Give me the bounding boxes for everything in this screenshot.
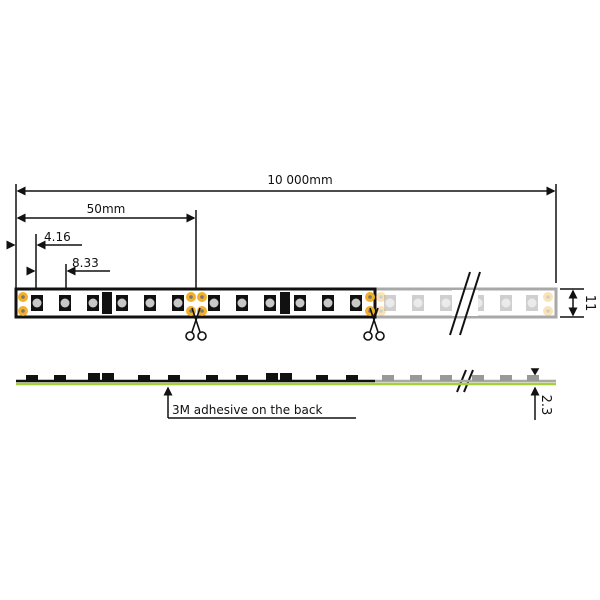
led-chip <box>31 295 43 311</box>
strip-height-label: 2.3 <box>538 395 553 416</box>
led-chip <box>384 295 396 311</box>
side-led-bump <box>472 375 484 381</box>
led-chip <box>144 295 156 311</box>
resistor <box>102 292 112 314</box>
adhesive-callout <box>163 386 356 419</box>
led-chip <box>412 295 424 311</box>
led-chip <box>87 295 99 311</box>
side-led-bump <box>500 375 512 381</box>
side-led-bump <box>410 375 422 381</box>
led-chip <box>526 295 538 311</box>
solder-pad <box>365 292 375 302</box>
strip-width-dimension <box>560 288 584 318</box>
total-length-label: 10 000mm <box>267 173 332 187</box>
led-chip <box>172 295 184 311</box>
solder-pad <box>543 292 553 302</box>
side-led-bump <box>236 375 248 381</box>
segment-length-dimension <box>16 210 197 290</box>
side-led-bump <box>280 373 292 381</box>
side-led-bump <box>138 375 150 381</box>
adhesive-label: 3M adhesive on the back <box>172 403 322 417</box>
side-led-bump <box>440 375 452 381</box>
scissors-icon <box>363 307 385 341</box>
side-led-bump <box>316 375 328 381</box>
solder-pad <box>18 306 28 316</box>
solder-pad <box>376 292 386 302</box>
led-chip <box>350 295 362 311</box>
led-chip <box>322 295 334 311</box>
strip-height-dimension <box>530 368 540 420</box>
side-led-bump <box>88 373 100 381</box>
led-chip <box>116 295 128 311</box>
led-chip <box>294 295 306 311</box>
led-chip <box>59 295 71 311</box>
solder-pad <box>365 306 375 316</box>
side-led-bump <box>266 373 278 381</box>
side-led-bump <box>102 373 114 381</box>
led-chip <box>440 295 452 311</box>
side-led-bump <box>168 375 180 381</box>
solder-pad <box>543 306 553 316</box>
led-chip <box>208 295 220 311</box>
side-led-bump <box>26 375 38 381</box>
led-chip <box>264 295 276 311</box>
first-led-offset-dimension <box>6 234 82 290</box>
led-pitch-label: 8.33 <box>72 256 99 270</box>
side-led-bump <box>346 375 358 381</box>
side-led-bump <box>527 375 539 381</box>
strip-width-label: 11 <box>582 295 597 312</box>
strip-body <box>14 287 377 319</box>
side-led-bump <box>206 375 218 381</box>
scissors-icon <box>185 307 207 341</box>
side-led-bump <box>382 375 394 381</box>
segment-length-label: 50mm <box>87 202 126 216</box>
solder-pad <box>186 292 196 302</box>
side-led-bump <box>54 375 66 381</box>
first-led-offset-label: 4.16 <box>44 230 71 244</box>
led-strip-side-view <box>16 373 556 386</box>
break-mark-icon <box>449 271 481 393</box>
resistor <box>280 292 290 314</box>
solder-pad <box>18 292 28 302</box>
led-pitch-dimension <box>26 264 110 290</box>
led-chip <box>236 295 248 311</box>
total-length-dimension <box>15 184 557 289</box>
led-chip <box>500 295 512 311</box>
solder-pad <box>197 292 207 302</box>
